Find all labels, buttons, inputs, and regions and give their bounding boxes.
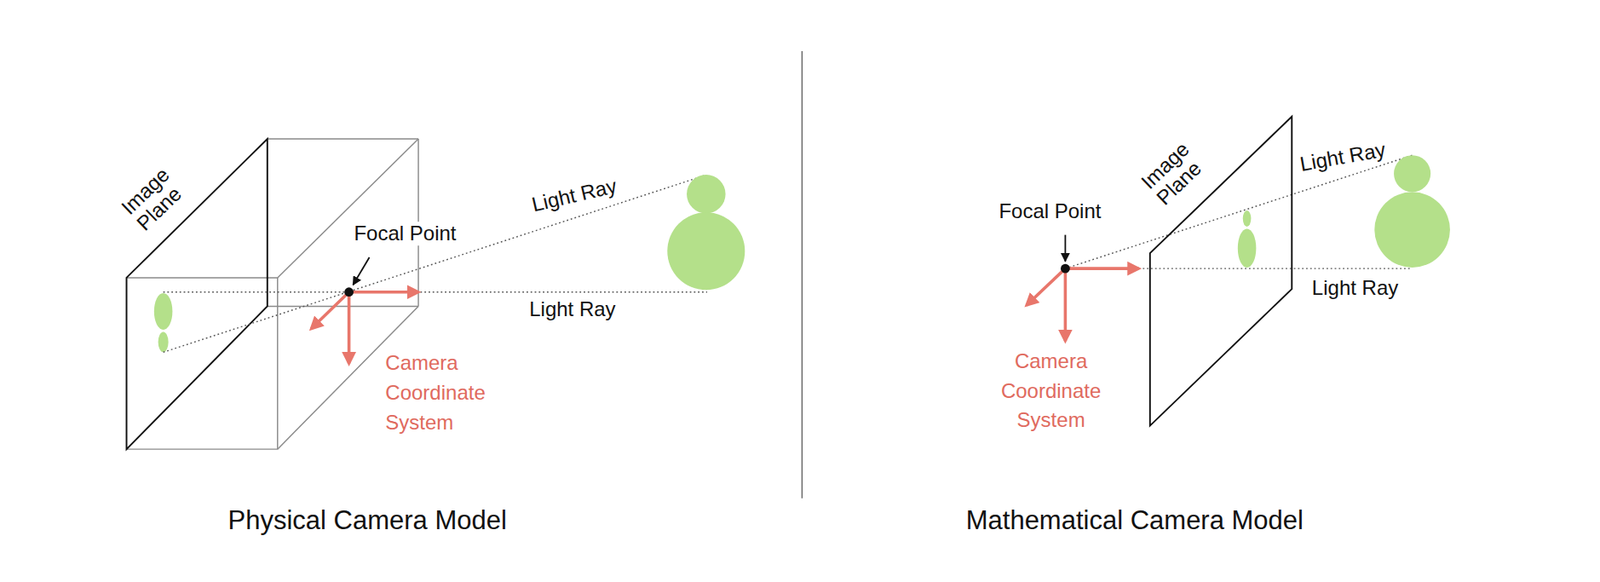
ray-label: Light Ray	[1310, 276, 1400, 300]
box-edge	[277, 138, 419, 278]
object-head	[1393, 155, 1431, 192]
box-edge	[267, 305, 419, 307]
axis-arrow	[347, 292, 352, 364]
projected-image-head	[1243, 210, 1252, 227]
light-ray	[1064, 267, 1412, 269]
object-body	[667, 212, 745, 290]
ray-label: Light Ray	[528, 172, 622, 217]
axis-arrow	[1026, 268, 1066, 306]
axis-arrow	[1064, 266, 1139, 271]
axis-arrow	[310, 292, 349, 329]
light-ray	[163, 291, 708, 293]
leader-arrow	[1064, 235, 1067, 262]
object-head	[686, 174, 726, 214]
part-label: Focal Point	[351, 221, 458, 246]
axis-label: Camera Coordinate System	[383, 348, 487, 438]
inverted-image-body	[154, 293, 173, 330]
object-body	[1374, 191, 1451, 268]
part-label: Image Plane	[1136, 136, 1212, 211]
axis-arrow	[349, 290, 419, 294]
caption: Physical Camera Model	[225, 505, 508, 536]
light-ray	[1064, 155, 1412, 269]
axis-label: Camera Coordinate System	[999, 346, 1103, 436]
axis-arrow	[1064, 268, 1068, 341]
part-label: Image Plane	[115, 161, 191, 236]
projected-image-body	[1237, 228, 1257, 268]
leader-arrow	[352, 257, 369, 285]
focal-point-dot	[1060, 264, 1071, 274]
focal-point-dot	[344, 287, 354, 297]
ray-label: Light Ray	[1296, 138, 1390, 177]
caption: Mathematical Camera Model	[964, 505, 1306, 536]
box-edge	[267, 138, 419, 139]
light-ray	[163, 175, 705, 352]
divider-line	[801, 51, 803, 499]
box-edge	[276, 277, 278, 449]
part-label: Focal Point	[996, 199, 1103, 224]
box-edge	[126, 448, 278, 449]
box-edge	[126, 276, 278, 278]
inverted-image-head	[158, 331, 169, 352]
ray-label: Light Ray	[527, 297, 617, 322]
